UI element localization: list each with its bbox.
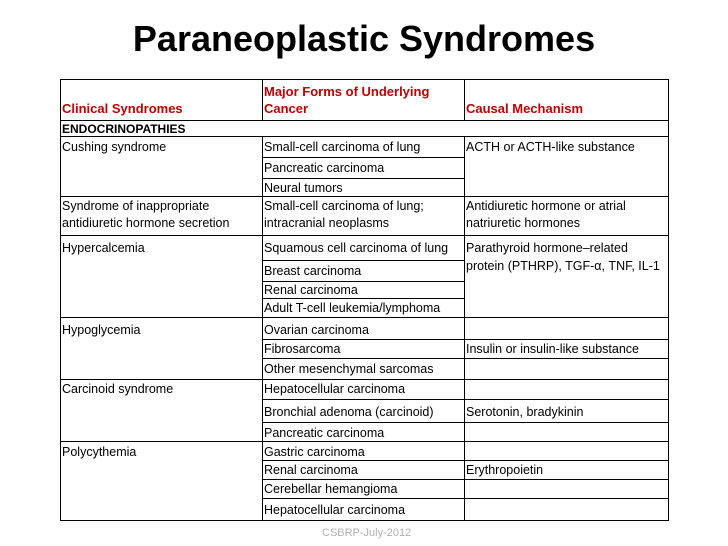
mechanism-hypercalcemia-line2: protein (PTHRP), TGF-α, TNF, IL-1	[466, 259, 660, 273]
cancer-cell: Adult T-cell leukemia/lymphoma	[264, 301, 441, 315]
mechanism-siadh-line1: Antidiuretic hormone or atrial	[466, 199, 626, 213]
table-top-border	[60, 79, 668, 80]
header-cancer-line1: Major Forms of Underlying	[264, 84, 430, 99]
cancer-cell: Gastric carcinoma	[264, 445, 365, 459]
col-divider-1	[262, 79, 263, 121]
cancer-separator	[262, 399, 668, 400]
syndrome-carcinoid: Carcinoid syndrome	[62, 382, 174, 396]
header-cancer-line2: Cancer	[264, 101, 309, 116]
cancer-separator	[262, 260, 464, 261]
table-right-border	[668, 79, 669, 521]
mechanism-cushing: ACTH or ACTH-like substance	[466, 140, 635, 154]
cancer-separator	[262, 178, 464, 179]
cancer-separator	[262, 358, 668, 359]
syndrome-siadh-line2: antidiuretic hormone secretion	[62, 216, 230, 230]
cancer-cell: Breast carcinoma	[264, 264, 362, 278]
hypoglycemia-bottom-border	[60, 379, 668, 380]
syndrome-hypoglycemia: Hypoglycemia	[62, 323, 141, 337]
cancer-cell: Hepatocellular carcinoma	[264, 382, 406, 396]
cancer-cell: Renal carcinoma	[264, 283, 358, 297]
cushing-bottom-border	[60, 196, 668, 197]
col-divider-2	[464, 136, 465, 521]
cancer-cell: Fibrosarcoma	[264, 342, 341, 356]
syndrome-hypercalcemia: Hypercalcemia	[62, 241, 145, 255]
mechanism-hypoglycemia: Insulin or insulin-like substance	[466, 342, 640, 356]
footer-text: CSBRP-July-2012	[322, 527, 412, 539]
hypercalcemia-bottom-border	[60, 317, 668, 318]
col-divider-2	[464, 79, 465, 121]
page-title: Paraneoplastic Syndromes	[132, 18, 596, 59]
cancer-separator	[262, 298, 464, 299]
cancer-cell: Other mesenchymal sarcomas	[264, 362, 434, 376]
header-bottom-border	[60, 120, 668, 121]
table-left-border	[60, 79, 61, 521]
cancer-separator	[262, 281, 464, 282]
cancer-cell: Bronchial adenoma (carcinoid)	[264, 405, 434, 419]
cancer-cell: Pancreatic carcinoma	[264, 426, 385, 440]
mechanism-siadh-line2: natriuretic hormones	[466, 216, 580, 230]
cancer-cell: intracranial neoplasms	[264, 216, 390, 230]
cancer-cell: Hepatocellular carcinoma	[264, 503, 406, 517]
cancer-separator	[262, 460, 668, 461]
header-clinical: Clinical Syndromes	[62, 101, 183, 116]
cancer-separator	[262, 157, 464, 158]
syndrome-cushing: Cushing syndrome	[62, 140, 167, 154]
cancer-cell: Cerebellar hemangioma	[264, 482, 398, 496]
cancer-cell: Small-cell carcinoma of lung	[264, 140, 421, 154]
cancer-cell: Neural tumors	[264, 181, 343, 195]
siadh-bottom-border	[60, 235, 668, 236]
cancer-separator	[262, 339, 668, 340]
syndrome-siadh-line1: Syndrome of inappropriate	[62, 199, 210, 213]
cancer-separator	[262, 498, 668, 499]
cancer-cell: Ovarian carcinoma	[264, 323, 369, 337]
cancer-separator	[262, 422, 668, 423]
cancer-cell: Squamous cell carcinoma of lung	[264, 241, 449, 255]
header-mechanism: Causal Mechanism	[466, 101, 584, 116]
cancer-separator	[262, 479, 668, 480]
syndrome-polycythemia: Polycythemia	[62, 445, 137, 459]
cancer-cell: Pancreatic carcinoma	[264, 161, 385, 175]
cancer-cell: Renal carcinoma	[264, 463, 358, 477]
category-label: ENDOCRINOPATHIES	[62, 122, 186, 136]
cancer-cell: Small-cell carcinoma of lung;	[264, 199, 424, 213]
col-divider-1	[262, 136, 263, 521]
carcinoid-bottom-border	[60, 441, 668, 442]
mechanism-hypercalcemia-line1: Parathyroid hormone–related	[466, 241, 628, 255]
table-bottom-border	[60, 520, 668, 521]
mechanism-carcinoid: Serotonin, bradykinin	[466, 405, 584, 419]
mechanism-polycythemia: Erythropoietin	[466, 463, 544, 477]
category-bottom-border	[60, 136, 668, 137]
